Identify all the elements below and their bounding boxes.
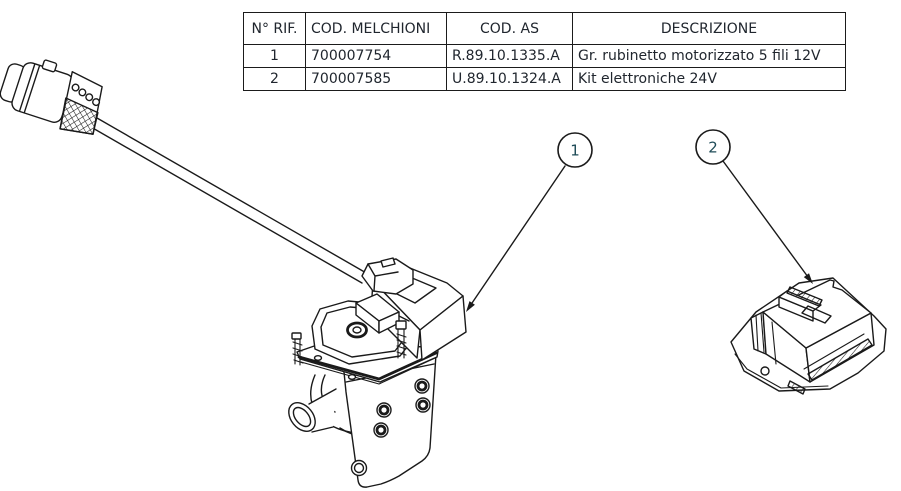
connector-pin — [78, 88, 87, 97]
callout-2: 2 — [695, 129, 813, 284]
table-row: 2 700007585 U.89.10.1324.A Kit elettroni… — [243, 67, 846, 91]
motorized-valve-drawing — [288, 257, 467, 488]
cell-cod-as: U.89.10.1324.A — [446, 67, 573, 91]
kit-box-chamfer-lines — [755, 312, 765, 353]
callout-2-leader-line — [722, 160, 809, 278]
cell-descrizione: Gr. rubinetto motorizzato 5 fili 12V — [572, 44, 846, 68]
col-header-cod-as: COD. AS — [446, 12, 573, 45]
bracket-hole — [350, 459, 368, 477]
callout-2-arrowhead — [803, 273, 813, 284]
callout-2-circle — [695, 129, 731, 165]
screw-post — [291, 332, 304, 366]
bracket-screw — [414, 378, 430, 394]
kit-base-hole — [760, 366, 770, 376]
pipe-edge — [311, 426, 334, 433]
screw-post — [395, 320, 407, 359]
table-header-row: N° RIF. COD. MELCHIONI COD. AS DESCRIZIO… — [243, 12, 846, 45]
electronic-kit-drawing — [730, 277, 887, 395]
cell-cod-as: R.89.10.1335.A — [446, 44, 573, 68]
connector-seam — [23, 65, 41, 113]
connector-pin — [71, 83, 80, 92]
kit-connector-top — [778, 290, 822, 312]
connector-pin — [92, 98, 101, 107]
latch-slot-line — [398, 315, 410, 322]
bracket-screw — [376, 402, 392, 418]
callout-1: 1 — [466, 132, 593, 312]
flange-bolt — [313, 355, 323, 362]
cell-cod-melchioni: 700007585 — [305, 67, 447, 91]
motor-cap-port-bore — [352, 326, 362, 334]
callout-1-circle — [557, 132, 593, 168]
connector-pin — [85, 93, 94, 102]
gasket-line — [300, 357, 436, 385]
pipe-bore — [292, 406, 312, 428]
kit-rail-line — [803, 333, 865, 370]
connector-seam — [19, 64, 36, 112]
kit-label-recess — [801, 305, 832, 324]
cable-plug-latch — [380, 257, 396, 268]
callout-1-number: 1 — [570, 142, 580, 160]
mounting-bracket — [343, 353, 437, 488]
connector-face-hatch — [60, 98, 98, 135]
cell-descrizione: Kit elettroniche 24V — [572, 67, 846, 91]
socket-housing-right — [419, 295, 467, 361]
kit-foot-hatch — [787, 380, 806, 395]
motor-cap-port — [346, 321, 368, 339]
cable-plug-facets — [367, 263, 399, 292]
callout-1-arrowhead — [466, 301, 475, 312]
kit-rail-hatch — [807, 338, 873, 381]
bracket-screw — [373, 422, 389, 438]
pipe-opening — [288, 402, 316, 432]
parts-table: N° RIF. COD. MELCHIONI COD. AS DESCRIZIO… — [243, 12, 846, 91]
kit-base-edge — [734, 353, 829, 389]
callout-2-number: 2 — [708, 139, 718, 157]
col-header-cod-melchioni: COD. MELCHIONI — [305, 12, 447, 45]
connector-latch-tab — [41, 59, 58, 73]
cell-cod-melchioni: 700007754 — [305, 44, 447, 68]
cell-n-rif: 2 — [243, 67, 306, 91]
cable-drawing — [90, 117, 369, 284]
pipe-edge — [308, 388, 337, 405]
cable-connector-drawing — [0, 59, 103, 135]
bracket-screw — [415, 397, 431, 413]
callout-1-leader-line — [469, 165, 566, 307]
table-row: 1 700007754 R.89.10.1335.A Gr. rubinetto… — [243, 44, 846, 68]
col-header-descrizione: DESCRIZIONE — [572, 12, 846, 45]
flange-bolt — [347, 374, 357, 381]
cell-n-rif: 1 — [243, 44, 306, 68]
kit-connector-pins — [786, 286, 823, 307]
kit-box-crease — [771, 321, 777, 365]
cable-lines — [90, 117, 369, 284]
kit-box-top-face — [762, 279, 872, 349]
col-header-n-rif: N° RIF. — [243, 12, 306, 45]
gasket-line — [297, 351, 438, 381]
